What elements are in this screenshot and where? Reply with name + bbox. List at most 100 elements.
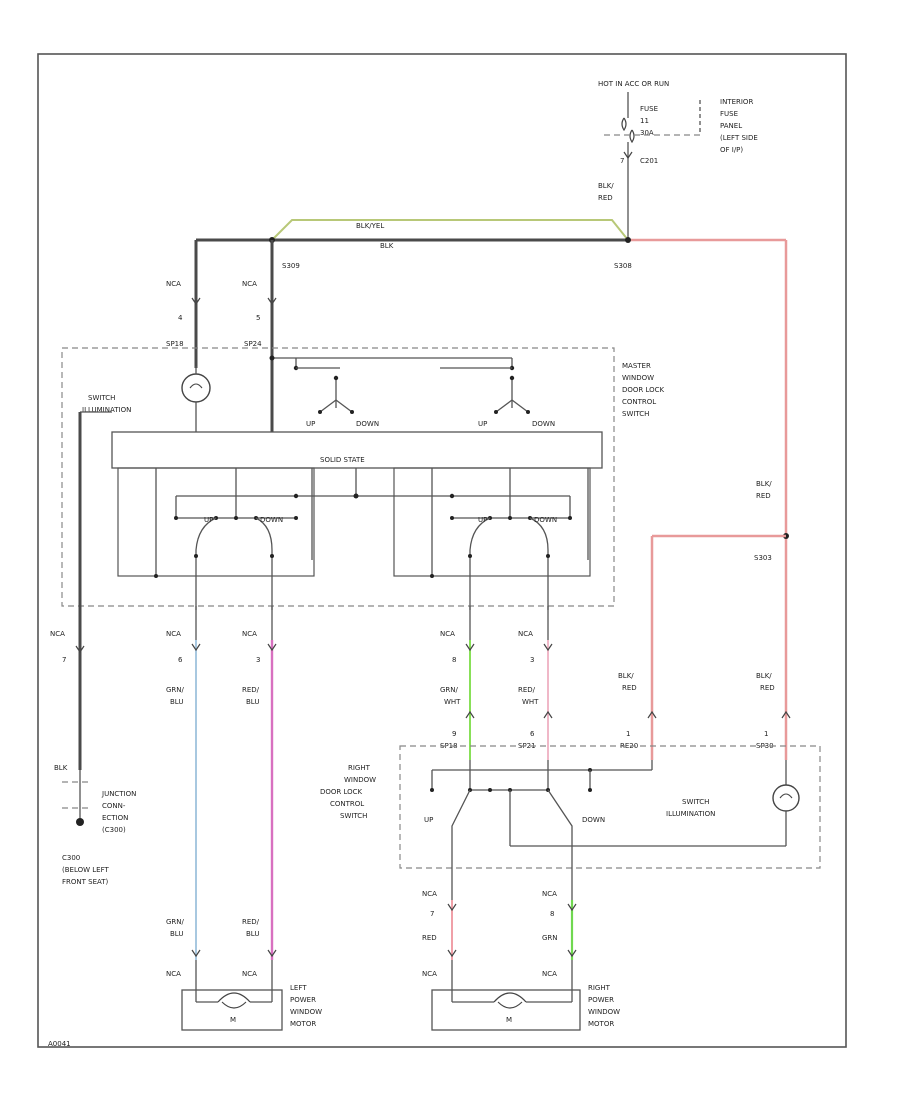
nca-rm-2: NCA — [518, 630, 533, 638]
svg-text:(LEFT SIDE: (LEFT SIDE — [720, 134, 758, 142]
svg-text:(C300): (C300) — [102, 826, 126, 834]
right-switch-boundary — [399, 745, 821, 869]
splice-s308-label: S308 — [614, 262, 632, 270]
c300-location-label: C300 (BELOW LEFT FRONT SEAT) — [62, 854, 109, 886]
nca-lm-2: NCA — [242, 630, 257, 638]
svg-text:ECTION: ECTION — [102, 814, 128, 822]
nca-ground-label: NCA — [50, 630, 65, 638]
top-wire-label-2: BLK — [380, 242, 394, 250]
svg-text:C300: C300 — [62, 854, 80, 862]
splice-s303-label: S303 — [754, 554, 772, 562]
splice-s308 — [625, 237, 631, 243]
svg-text:WINDOW: WINDOW — [344, 776, 376, 784]
blk-red-right-2b: RED — [760, 684, 775, 692]
svg-text:CONN-: CONN- — [102, 802, 126, 810]
nca-rm-1: NCA — [440, 630, 455, 638]
svg-text:MASTER: MASTER — [622, 362, 651, 370]
diagram-frame — [37, 53, 847, 1048]
sw-pin-label-2: SP24 — [244, 340, 262, 348]
left-motor-icon — [217, 992, 251, 1009]
svg-text:WHT: WHT — [522, 698, 539, 706]
solid-state-module — [111, 431, 603, 469]
svg-text:LEFT: LEFT — [290, 984, 307, 992]
fuse-label: FUSE — [640, 105, 658, 113]
svg-text:BLU: BLU — [246, 698, 259, 706]
svg-text:GRN/: GRN/ — [166, 686, 185, 694]
right-illum-label: SWITCH — [682, 798, 709, 806]
svg-text:OF I/P): OF I/P) — [720, 146, 743, 154]
pin-9-right: 9 — [452, 730, 456, 738]
right-blk-red-label: BLK/ — [756, 480, 772, 488]
nca-lm-1: NCA — [166, 630, 181, 638]
right-relay-box — [393, 467, 591, 577]
master-switch-boundary — [61, 347, 615, 607]
ground-point-icon — [76, 818, 84, 826]
right-illum-label-2: ILLUMINATION — [666, 810, 715, 818]
solid-state-label: SOLID STATE — [320, 456, 365, 464]
pin-1-right-1: 1 — [626, 730, 630, 738]
left-relay-box — [117, 467, 315, 577]
fuse-amps: 30A — [640, 129, 654, 137]
svg-text:SWITCH: SWITCH — [622, 410, 649, 418]
right-blk-red-label-2: RED — [756, 492, 771, 500]
right-motor-pin-7: 7 — [430, 910, 434, 918]
top-blk-red-label-2: RED — [598, 194, 613, 202]
c201-label: C201 — [640, 157, 658, 165]
master-up-right: UP — [478, 420, 487, 428]
c201-pin: 7 — [620, 157, 624, 165]
svg-text:WHT: WHT — [444, 698, 461, 706]
master-switch-label: MASTER WINDOW DOOR LOCK CONTROL SWITCH — [622, 362, 665, 418]
right-illumination-lamp-icon — [772, 784, 800, 812]
hot-source-label: HOT IN ACC OR RUN — [598, 80, 669, 88]
red-blu-label: RED/ BLU — [242, 686, 260, 706]
fuse-number: 11 — [640, 117, 649, 125]
grn-blu-label-lower: GRN/ BLU — [166, 918, 185, 938]
svg-text:DOOR LOCK: DOOR LOCK — [320, 788, 363, 796]
svg-text:MOTOR: MOTOR — [588, 1020, 614, 1028]
rs-pin-3: RE20 — [620, 742, 638, 750]
connector-icon-2 — [267, 297, 277, 306]
nca-rmm-1: NCA — [422, 890, 437, 898]
svg-text:CONTROL: CONTROL — [622, 398, 656, 406]
wire-blk-yel-top — [271, 219, 629, 241]
right-sw-up: UP — [424, 816, 433, 824]
svg-text:DOOR LOCK: DOOR LOCK — [622, 386, 665, 394]
pin-label-4: 4 — [178, 314, 183, 322]
grn-wht-label: GRN/ WHT — [440, 686, 461, 706]
motor-pin-label-2: NCA — [242, 970, 257, 978]
ground-blk-label: BLK — [54, 764, 68, 772]
nca-label-1: NCA — [166, 280, 181, 288]
svg-text:GRN/: GRN/ — [440, 686, 459, 694]
pin-3-left: 3 — [256, 656, 260, 664]
svg-text:RIGHT: RIGHT — [588, 984, 611, 992]
svg-text:WINDOW: WINDOW — [290, 1008, 322, 1016]
svg-text:CONTROL: CONTROL — [330, 800, 364, 808]
red-wht-label: RED/ WHT — [518, 686, 539, 706]
sw-pin-label-1: SP18 — [166, 340, 184, 348]
nca-rmm-2: NCA — [542, 890, 557, 898]
pin-8-right: 8 — [452, 656, 456, 664]
master-illum-label-2: ILLUMINATION — [82, 406, 131, 414]
svg-text:RIGHT: RIGHT — [348, 764, 371, 772]
svg-text:BLU: BLU — [170, 930, 183, 938]
blk-red-right-2: BLK/ — [756, 672, 772, 680]
splice-s309-label: S309 — [282, 262, 300, 270]
svg-text:GRN/: GRN/ — [166, 918, 185, 926]
svg-text:JUNCTION: JUNCTION — [101, 790, 136, 798]
svg-text:WINDOW: WINDOW — [622, 374, 654, 382]
relay-label-up-left: UP — [204, 516, 213, 524]
right-switch-label: RIGHT WINDOW DOOR LOCK CONTROL SWITCH — [320, 764, 376, 820]
ground-pin-7: 7 — [62, 656, 66, 664]
svg-text:RED/: RED/ — [242, 686, 260, 694]
rs-pin-1: SP18 — [440, 742, 458, 750]
svg-text:POWER: POWER — [588, 996, 614, 1004]
svg-text:INTERIOR: INTERIOR — [720, 98, 753, 106]
diagram-code: A0041 — [48, 1040, 71, 1048]
top-blk-red-label: BLK/ — [598, 182, 614, 190]
motor-pin-label-1: NCA — [166, 970, 181, 978]
right-motor-red-label: RED — [422, 934, 437, 942]
blk-red-right-1: BLK/ — [618, 672, 634, 680]
right-motor-pin-8: 8 — [550, 910, 554, 918]
relay-label-down-left: DOWN — [260, 516, 283, 524]
